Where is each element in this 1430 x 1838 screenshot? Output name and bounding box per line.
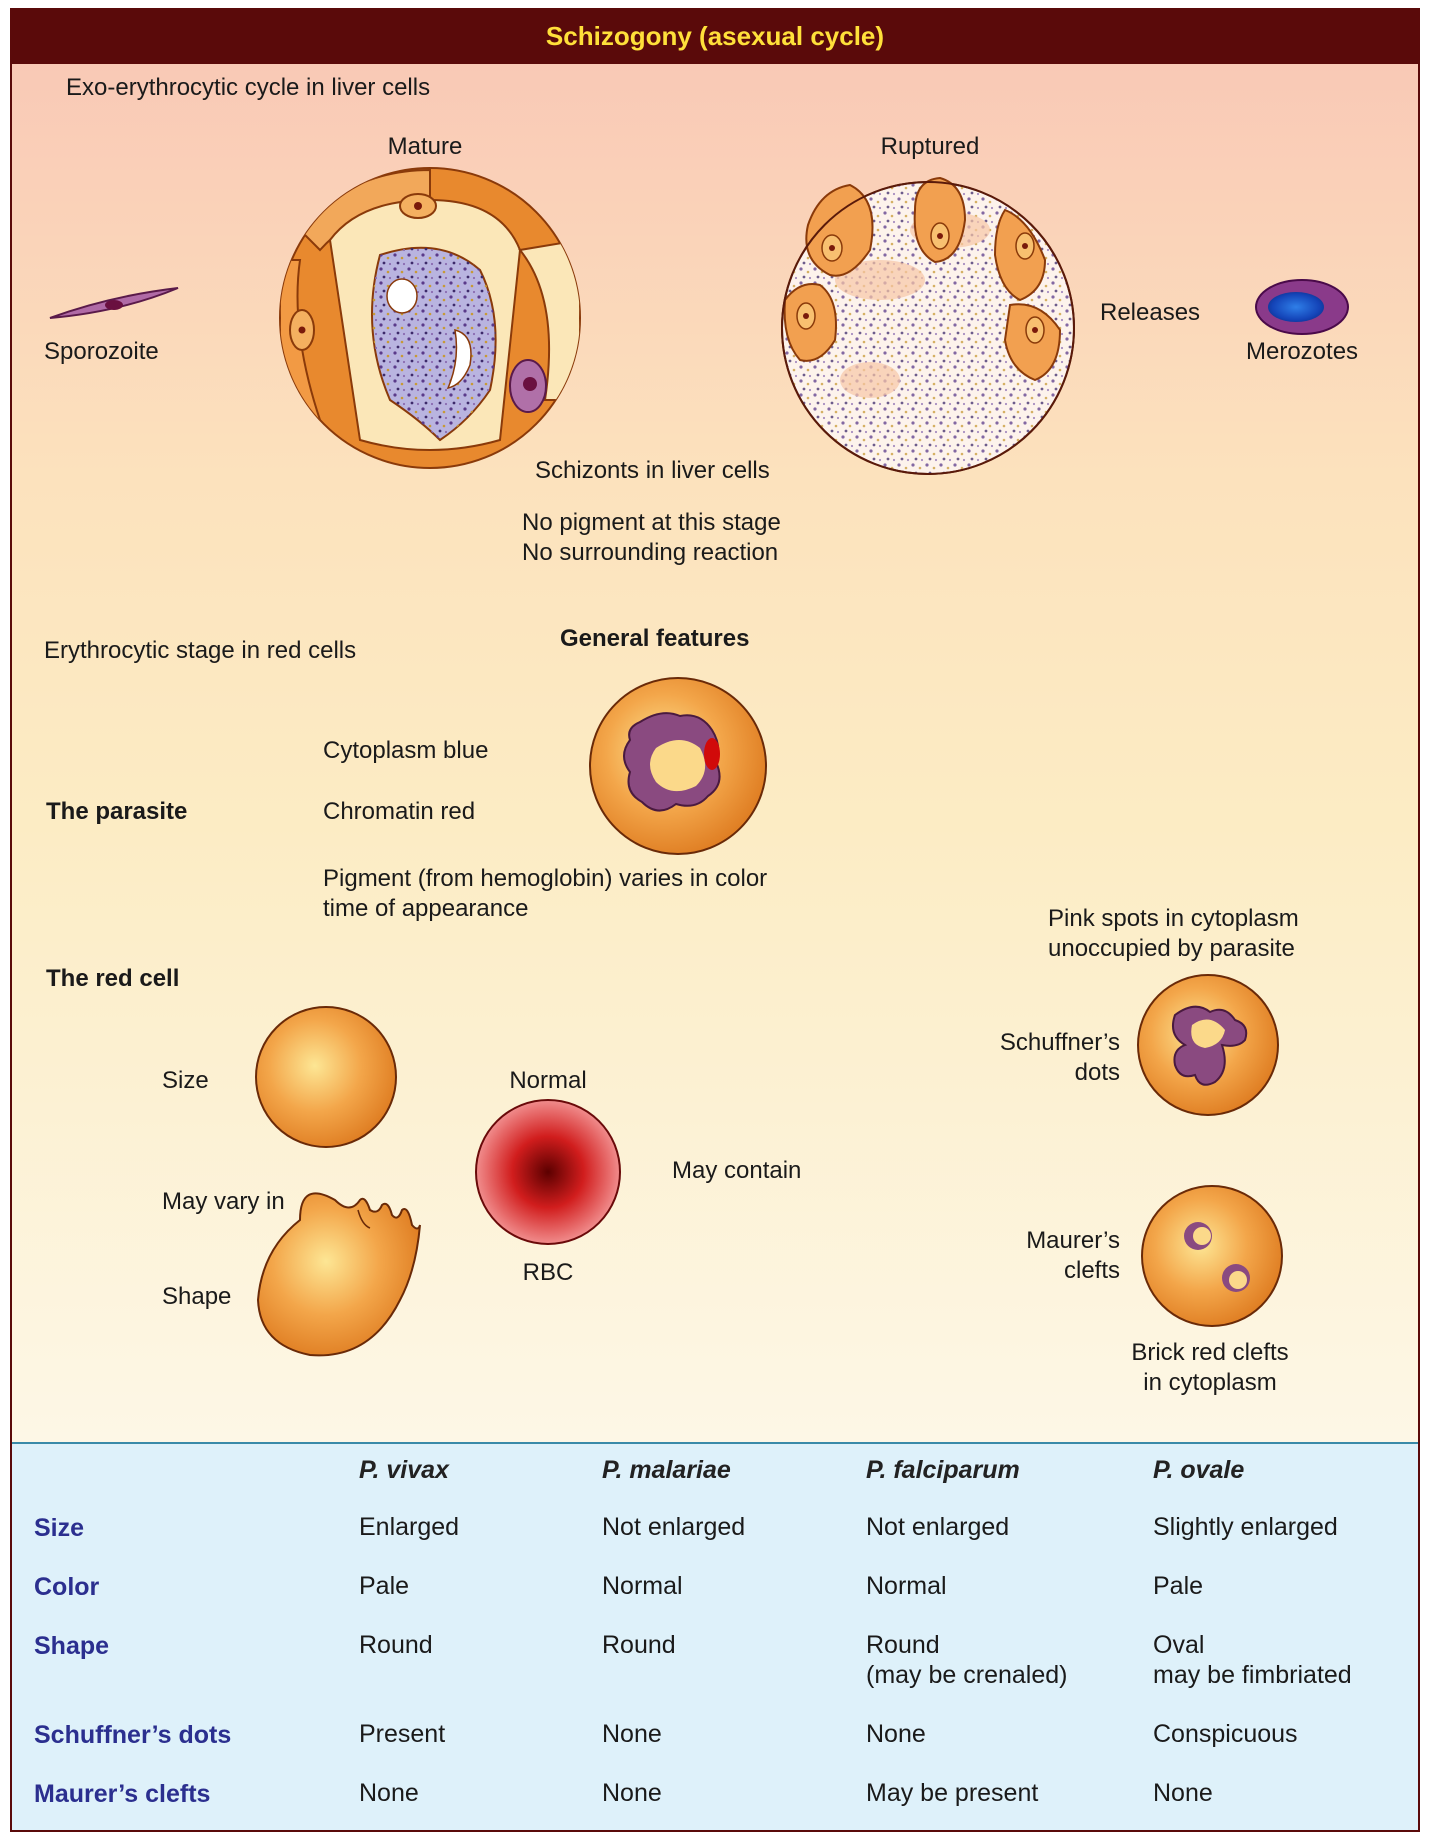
- releases-label: Releases: [1100, 299, 1201, 326]
- maurers-clefts-cell-icon: [1141, 1185, 1283, 1327]
- schuffners-dots-label-line1: Schuffner’s: [999, 1029, 1120, 1056]
- table-cell: Normal: [866, 1572, 947, 1600]
- brick-red-line2: in cytoplasm: [1143, 1369, 1277, 1396]
- merozoite-icon: [1255, 279, 1349, 335]
- table-cell: Enlarged: [359, 1513, 460, 1541]
- merozoites-label: Merozotes: [1246, 338, 1359, 365]
- may-vary-label: May vary in: [162, 1188, 285, 1215]
- species-comparison-panel: [12, 1442, 1418, 1832]
- schuffners-dots-label-line2: dots: [1074, 1059, 1120, 1086]
- table-cell: None: [602, 1720, 662, 1748]
- sporozoite-icon: [49, 287, 179, 319]
- row-header-shape: Shape: [34, 1632, 110, 1660]
- normal-size-red-cell-icon: [255, 1006, 397, 1148]
- normal-rbc-icon: [475, 1099, 621, 1245]
- row-header-maurers-clefts: Maurer’s clefts: [34, 1780, 211, 1808]
- chromatin-label: Chromatin red: [323, 798, 476, 825]
- table-cell: Oval: [1153, 1631, 1205, 1659]
- table-cell: Pale: [359, 1572, 410, 1600]
- row-header-color: Color: [34, 1573, 100, 1601]
- table-cell: Not enlarged: [866, 1513, 1010, 1541]
- crenated-red-cell-icon: [256, 1192, 421, 1357]
- table-cell: None: [602, 1779, 662, 1807]
- table-cell: Not enlarged: [602, 1513, 746, 1541]
- figure-border: [10, 8, 1420, 1832]
- table-cell: Round: [359, 1631, 433, 1659]
- maurers-clefts-label-line2: clefts: [1063, 1257, 1120, 1284]
- cytoplasm-label: Cytoplasm blue: [323, 737, 489, 764]
- table-cell: Normal: [602, 1572, 683, 1600]
- no-pigment-note: No pigment at this stage: [522, 509, 781, 536]
- liver-section-title: Exo-erythrocytic cycle in liver cells: [66, 74, 431, 101]
- table-cell: Round: [866, 1631, 940, 1659]
- pink-spots-line2: unoccupied by parasite: [1048, 935, 1295, 962]
- parasitized-red-cell-icon: [589, 677, 767, 855]
- no-reaction-note: No surrounding reaction: [522, 539, 779, 566]
- erythrocytic-section-title: Erythrocytic stage in red cells: [44, 637, 357, 664]
- may-contain-label: May contain: [672, 1157, 802, 1184]
- row-header-size: Size: [34, 1514, 85, 1542]
- row-header-schuffners-dots: Schuffner’s dots: [34, 1721, 232, 1749]
- ruptured-label: Ruptured: [880, 133, 980, 160]
- table-cell: Slightly enlarged: [1153, 1513, 1338, 1541]
- red-cell-heading: The red cell: [46, 965, 180, 992]
- shape-label: Shape: [162, 1283, 232, 1310]
- pigment-label-line2: time of appearance: [323, 895, 529, 922]
- table-cell: Round: [602, 1631, 676, 1659]
- ruptured-schizont-icon: [781, 176, 1075, 475]
- table-cell: may be fimbriated: [1153, 1661, 1352, 1689]
- rbc-label: RBC: [522, 1259, 574, 1286]
- sporozoite-label: Sporozoite: [44, 338, 159, 365]
- schuffners-dots-cell-icon: [1137, 974, 1279, 1116]
- column-header-malariae: P. malariae: [602, 1456, 731, 1484]
- maurers-clefts-label-line1: Maurer’s: [1026, 1227, 1120, 1254]
- parasite-heading: The parasite: [46, 798, 188, 825]
- mature-schizont-icon: [279, 167, 581, 469]
- table-cell: May be present: [866, 1779, 1039, 1807]
- page-title: Schizogony (asexual cycle): [10, 8, 1420, 64]
- normal-label: Normal: [509, 1067, 587, 1094]
- pink-spots-line1: Pink spots in cytoplasm: [1048, 905, 1299, 932]
- mature-label: Mature: [387, 133, 463, 160]
- size-label: Size: [162, 1067, 209, 1094]
- column-header-falciparum: P. falciparum: [866, 1456, 1020, 1484]
- table-cell: None: [866, 1720, 926, 1748]
- table-cell: Pale: [1153, 1572, 1204, 1600]
- column-header-vivax: P. vivax: [359, 1456, 449, 1484]
- table-cell: Present: [359, 1720, 446, 1748]
- brick-red-line1: Brick red clefts: [1131, 1339, 1289, 1366]
- column-header-ovale: P. ovale: [1153, 1456, 1245, 1484]
- table-cell: (may be crenaled): [866, 1661, 1068, 1689]
- pigment-label-line1: Pigment (from hemoglobin) varies in colo…: [323, 865, 768, 892]
- schizonts-label: Schizonts in liver cells: [535, 457, 770, 484]
- table-cell: None: [359, 1779, 419, 1807]
- table-cell: Conspicuous: [1153, 1720, 1298, 1748]
- general-features-heading: General features: [560, 625, 750, 652]
- table-cell: None: [1153, 1779, 1213, 1807]
